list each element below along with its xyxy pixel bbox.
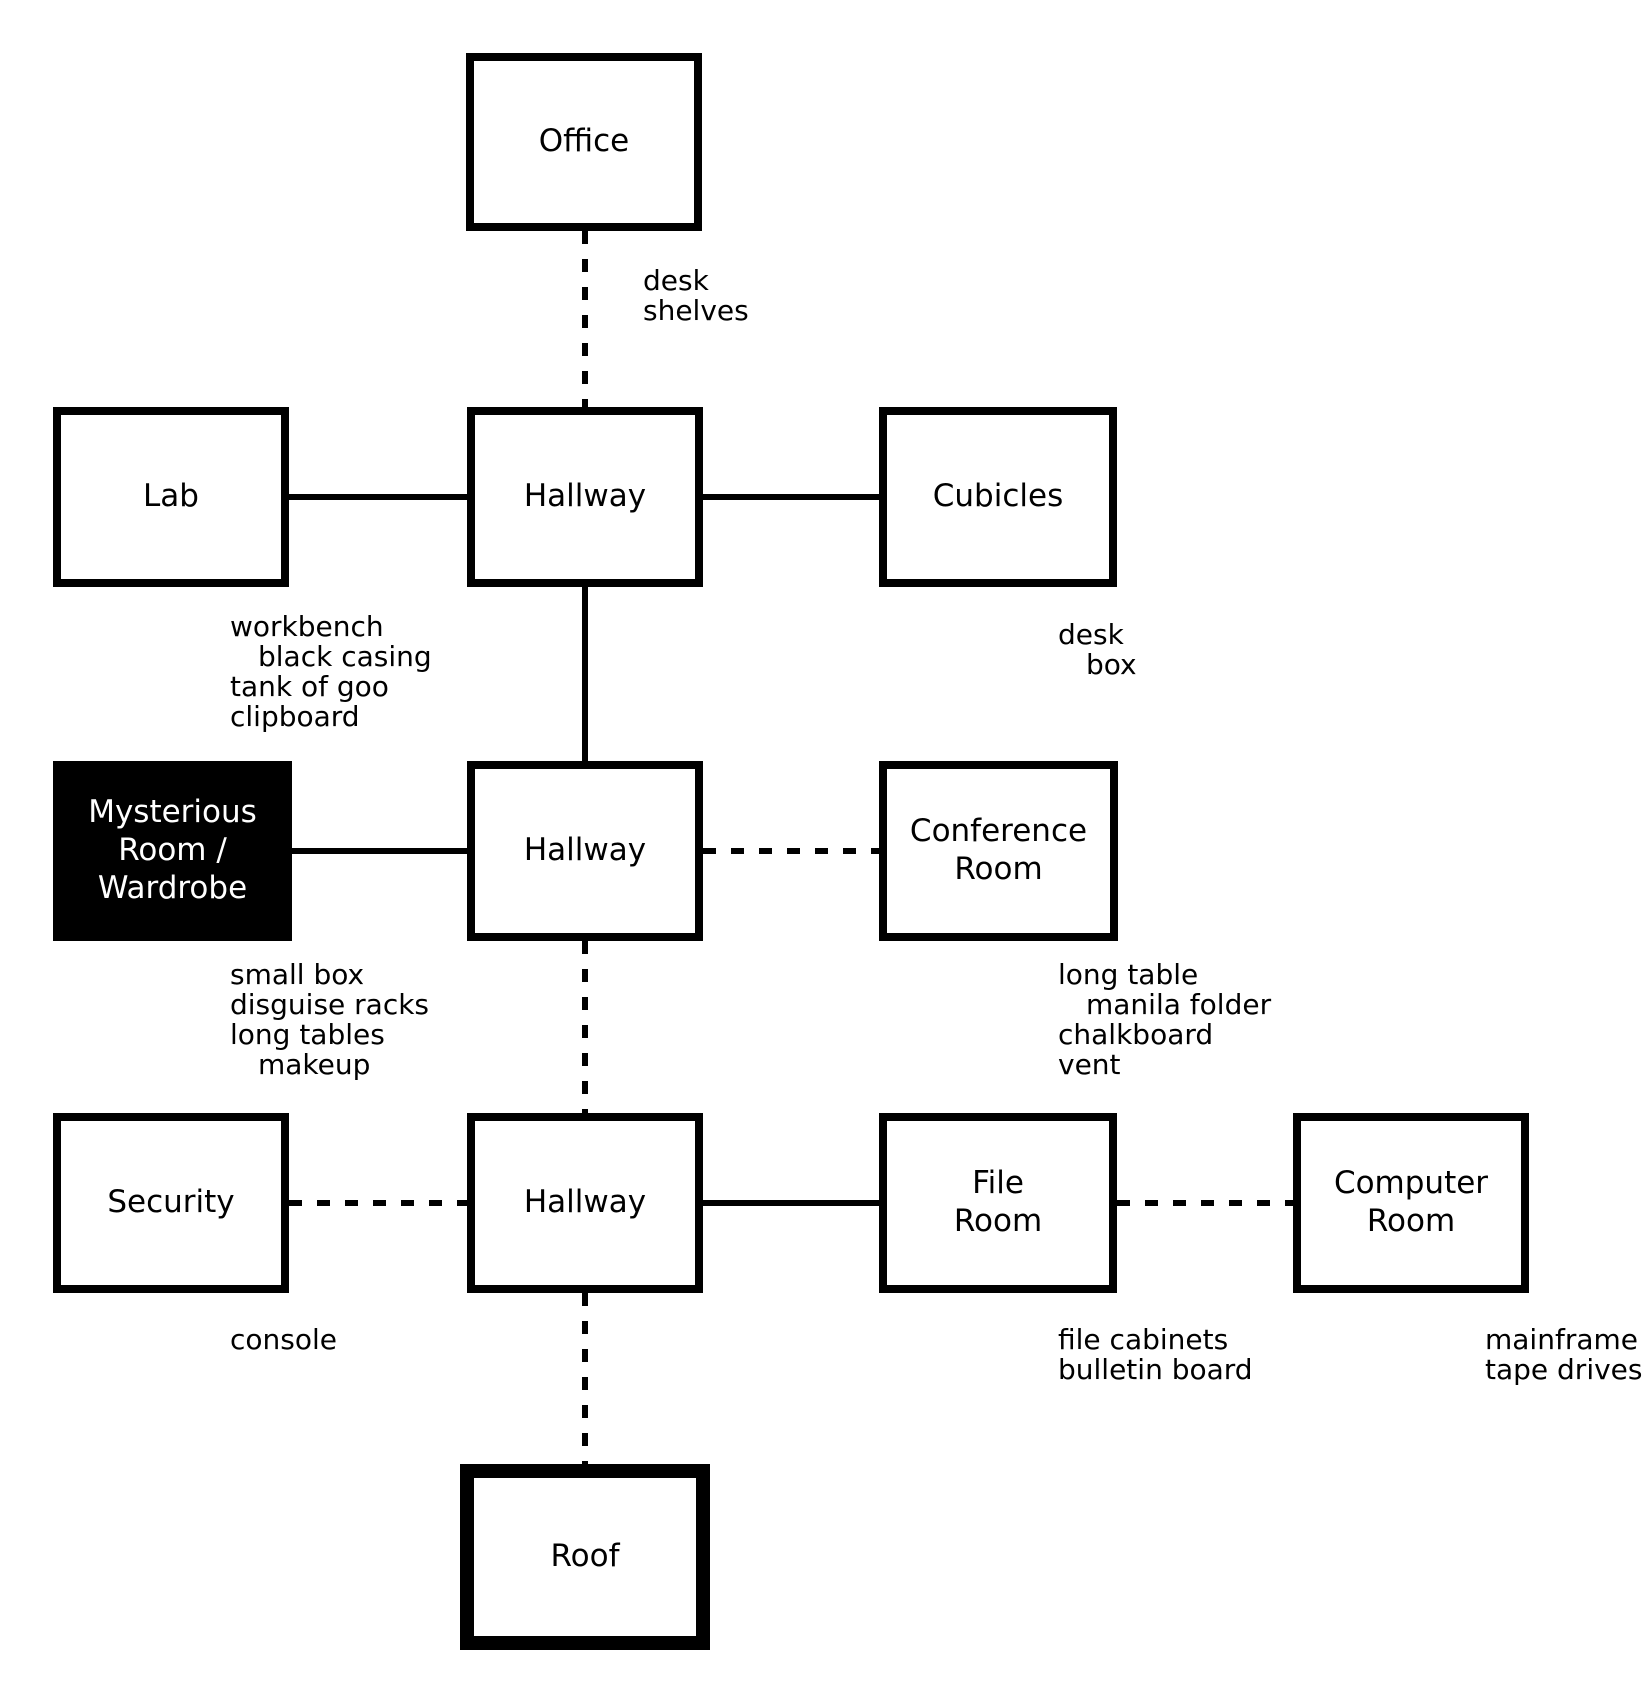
item-label: long tables — [230, 1018, 385, 1051]
room-security: Security — [53, 1113, 289, 1293]
room-roof-label: Roof — [550, 1538, 620, 1575]
item-label: black casing — [258, 640, 432, 673]
lab-items: workbench black casing tank of goo clipb… — [230, 612, 432, 732]
room-hallway-top: Hallway — [467, 407, 703, 587]
item-label: tank of goo — [230, 670, 389, 703]
office-items: desk shelves — [643, 266, 749, 326]
security-items: console — [230, 1325, 337, 1355]
item-label: shelves — [643, 294, 749, 327]
room-computer-label: Computer Room — [1333, 1165, 1489, 1239]
item-label: desk — [643, 264, 709, 297]
room-hallway-middle: Hallway — [467, 761, 703, 941]
room-mysterious-wardrobe: Mysterious Room / Wardrobe — [53, 761, 292, 941]
room-hallway-top-label: Hallway — [523, 478, 647, 515]
room-hallway-bottom: Hallway — [467, 1113, 703, 1293]
room-office: Office — [466, 53, 702, 231]
item-label: workbench — [230, 610, 384, 643]
room-roof: Roof — [460, 1464, 710, 1650]
room-hallway-bottom-label: Hallway — [523, 1184, 647, 1221]
item-label: disguise racks — [230, 988, 430, 1021]
cubicles-items: desk box — [1058, 620, 1137, 680]
mysterious-wardrobe-items: small box disguise racks long tables mak… — [230, 960, 429, 1080]
item-label: manila folder — [1086, 988, 1272, 1021]
item-label: tape drives — [1485, 1353, 1643, 1386]
room-mysterious-wardrobe-label: Mysterious Room / Wardrobe — [88, 794, 257, 906]
item-label: makeup — [258, 1048, 371, 1081]
item-label: chalkboard — [1058, 1018, 1214, 1051]
room-conference-label: Conference Room — [909, 813, 1088, 887]
item-label: bulletin board — [1058, 1353, 1253, 1386]
room-lab: Lab — [53, 407, 289, 587]
room-hallway-middle-label: Hallway — [523, 832, 647, 869]
room-cubicles-label: Cubicles — [932, 478, 1064, 515]
room-security-label: Security — [107, 1184, 235, 1221]
item-label: desk — [1058, 618, 1124, 651]
computer-room-items: mainframe tape drives — [1485, 1325, 1643, 1385]
item-label: clipboard — [230, 700, 360, 733]
room-file: File Room — [879, 1113, 1117, 1293]
item-label: vent — [1058, 1048, 1121, 1081]
conference-items: long table manila folder chalkboard vent — [1058, 960, 1271, 1080]
room-office-label: Office — [538, 123, 630, 160]
room-file-label: File Room — [953, 1165, 1043, 1239]
item-label: small box — [230, 958, 365, 991]
room-lab-label: Lab — [143, 478, 199, 515]
item-label: long table — [1058, 958, 1199, 991]
room-computer: Computer Room — [1293, 1113, 1529, 1293]
item-label: mainframe — [1485, 1323, 1638, 1356]
file-room-items: file cabinets bulletin board — [1058, 1325, 1253, 1385]
item-label: file cabinets — [1058, 1323, 1229, 1356]
item-label: box — [1086, 648, 1137, 681]
item-label: console — [230, 1323, 337, 1356]
room-cubicles: Cubicles — [879, 407, 1117, 587]
room-conference: Conference Room — [879, 761, 1118, 941]
